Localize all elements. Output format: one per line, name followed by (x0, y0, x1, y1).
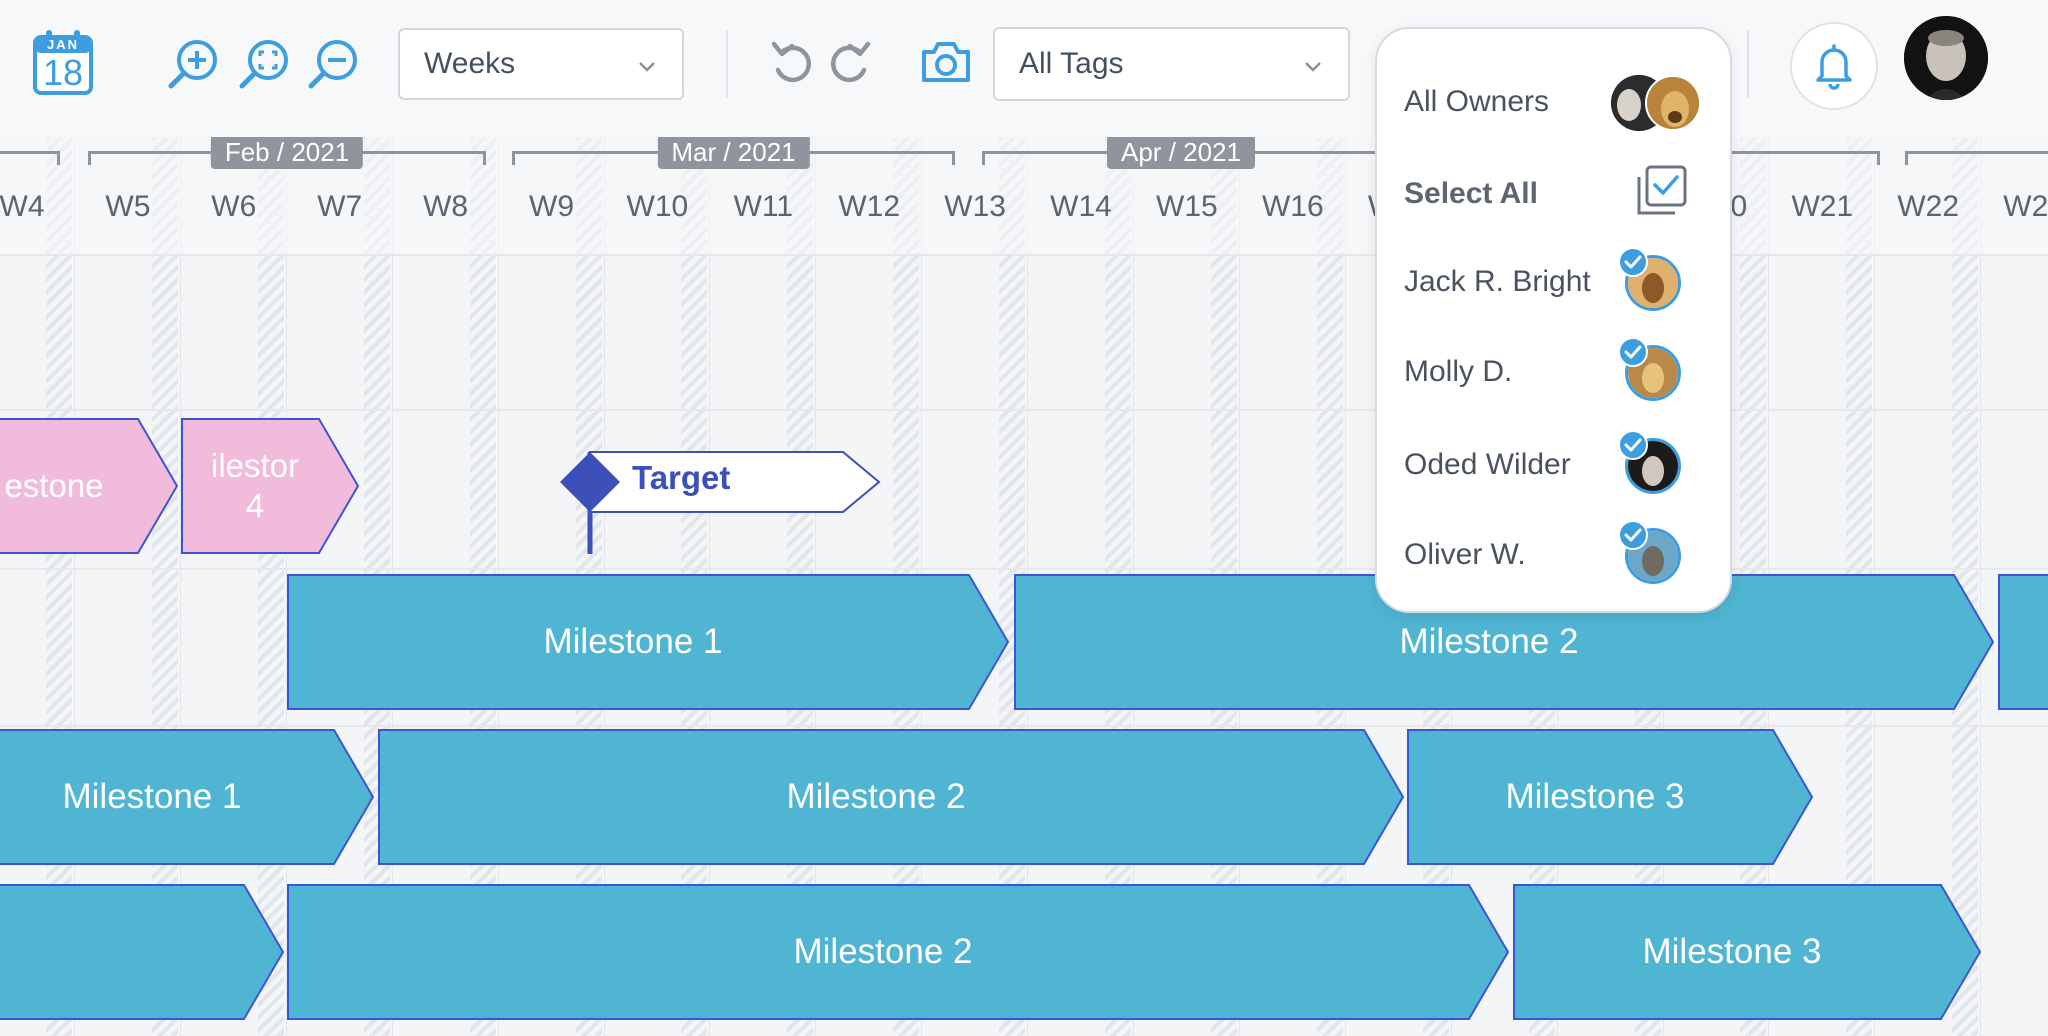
zoom-in-icon[interactable] (165, 36, 221, 92)
week-label: W7 (317, 190, 363, 223)
owner-check-icon[interactable] (1618, 430, 1648, 460)
owner-avatar (1625, 438, 1681, 494)
week-label: W13 (944, 190, 1006, 223)
milestone-bar[interactable]: Milestone 2 (287, 884, 1510, 1020)
toolbar: JAN 18 Weeks (0, 0, 2048, 137)
milestone-bar[interactable]: estone (0, 418, 179, 554)
milestone-label: Milestone 2 (1399, 622, 1579, 661)
row-separator (0, 409, 2048, 411)
owner-name: Molly D. (1404, 355, 1513, 388)
milestone-bar[interactable]: ilestor 4 (181, 418, 360, 554)
month-bracket (0, 151, 60, 165)
week-label: W8 (423, 190, 469, 223)
row-separator (0, 725, 2048, 727)
owner-check-icon[interactable] (1618, 520, 1648, 550)
milestone-label: estone (4, 467, 104, 504)
milestone-label: ilestor 4 (210, 447, 300, 524)
month-bracket (1905, 151, 2048, 165)
select-all-label: Select All (1404, 177, 1538, 210)
select-all-checkbox-icon[interactable] (1633, 163, 1689, 219)
milestone-label: Milestone 1 (543, 622, 723, 661)
owner-row[interactable]: Molly D. (1377, 337, 1730, 407)
zoom-out-icon[interactable] (305, 36, 361, 92)
week-label: W22 (1897, 190, 1960, 223)
chevron-down-icon (1304, 47, 1322, 81)
owner-row[interactable]: Oliver W. (1377, 520, 1730, 590)
redo-icon[interactable] (826, 38, 874, 86)
week-label: W15 (1156, 190, 1218, 223)
milestone-label: Milestone 3 (1642, 932, 1822, 971)
tags-select-value: All Tags (1019, 47, 1124, 80)
scale-select[interactable]: Weeks (398, 28, 684, 100)
toolbar-divider (726, 30, 728, 98)
week-label: W4 (0, 190, 45, 223)
select-all-row[interactable]: Select All (1377, 159, 1730, 229)
owner-check-icon[interactable] (1618, 337, 1648, 367)
milestone-label (1998, 574, 2048, 710)
weekend-hatch (257, 137, 284, 1036)
milestone-label: Milestone 3 (1505, 777, 1685, 816)
milestone-bar[interactable]: Milestone 3 (1513, 884, 1982, 1020)
milestone-label: Milestone 2 (786, 777, 966, 816)
owner-check-icon[interactable] (1618, 247, 1648, 277)
camera-icon[interactable] (920, 38, 972, 86)
all-owners-label: All Owners (1404, 85, 1550, 118)
week-divider (179, 137, 181, 1036)
week-label: W10 (626, 190, 689, 223)
week-divider (285, 137, 287, 1036)
week-label: W21 (1791, 190, 1854, 223)
toolbar-divider (1747, 30, 1749, 98)
target-milestone[interactable]: Target (558, 412, 888, 692)
month-label: Mar / 2021 (657, 137, 810, 169)
owner-name: Jack R. Bright (1404, 265, 1591, 298)
row-separator (0, 568, 2048, 570)
milestone-bar[interactable]: Milestone 3 (1407, 729, 1814, 865)
calendar-month: JAN (46, 37, 79, 52)
week-label: W12 (838, 190, 901, 223)
calendar-day: 18 (42, 52, 84, 93)
month-label: Apr / 2021 (1107, 137, 1255, 169)
user-avatar[interactable] (1904, 16, 1988, 100)
undo-icon[interactable] (768, 38, 816, 86)
week-divider (1980, 137, 1982, 1036)
week-label: W11 (733, 190, 794, 223)
week-label: W5 (105, 190, 151, 223)
scale-select-value: Weeks (424, 47, 516, 80)
zoom-fit-icon[interactable] (236, 36, 292, 92)
owner-row[interactable]: Jack R. Bright (1377, 247, 1730, 317)
bell-icon[interactable] (1790, 22, 1878, 110)
tags-select[interactable]: All Tags (993, 27, 1350, 101)
week-label: W6 (211, 190, 257, 223)
milestone-bar[interactable]: Milestone 1 (287, 574, 1010, 710)
row-separator (0, 254, 2048, 256)
week-label: W16 (1261, 190, 1324, 223)
owner-avatar (1625, 255, 1681, 311)
month-label: Feb / 2021 (210, 137, 364, 169)
week-divider (74, 137, 75, 1036)
gantt-timeline: Feb / 2021 Mar / 2021 Apr / 2021 W4 W5 W6 W7 W… (0, 137, 2048, 1036)
milestone-label (0, 884, 284, 1020)
milestone-label: Milestone 2 (793, 932, 973, 971)
all-owners-row[interactable]: All Owners (1377, 67, 1730, 137)
milestone-bar[interactable]: Milestone 1 (0, 729, 375, 865)
milestone-bar[interactable]: Milestone 2 (1014, 574, 1995, 710)
milestone-bar[interactable]: Milestone 2 (378, 729, 1405, 865)
milestone-bar[interactable] (1998, 574, 2048, 710)
target-label: Target (632, 459, 731, 496)
week-label: W14 (1050, 190, 1112, 223)
milestone-label: Milestone 1 (62, 777, 242, 816)
chevron-down-icon (638, 47, 656, 81)
milestone-bar[interactable] (0, 884, 285, 1020)
calendar-icon[interactable]: JAN 18 (32, 28, 94, 96)
owner-name: Oliver W. (1404, 538, 1526, 571)
owner-avatar (1625, 528, 1681, 584)
week-label: W23 (2003, 190, 2048, 223)
owner-avatar-stack (1645, 75, 1701, 131)
owner-row[interactable]: Oded Wilder (1377, 430, 1730, 500)
owner-name: Oded Wilder (1404, 448, 1571, 481)
week-label: W9 (529, 190, 574, 223)
